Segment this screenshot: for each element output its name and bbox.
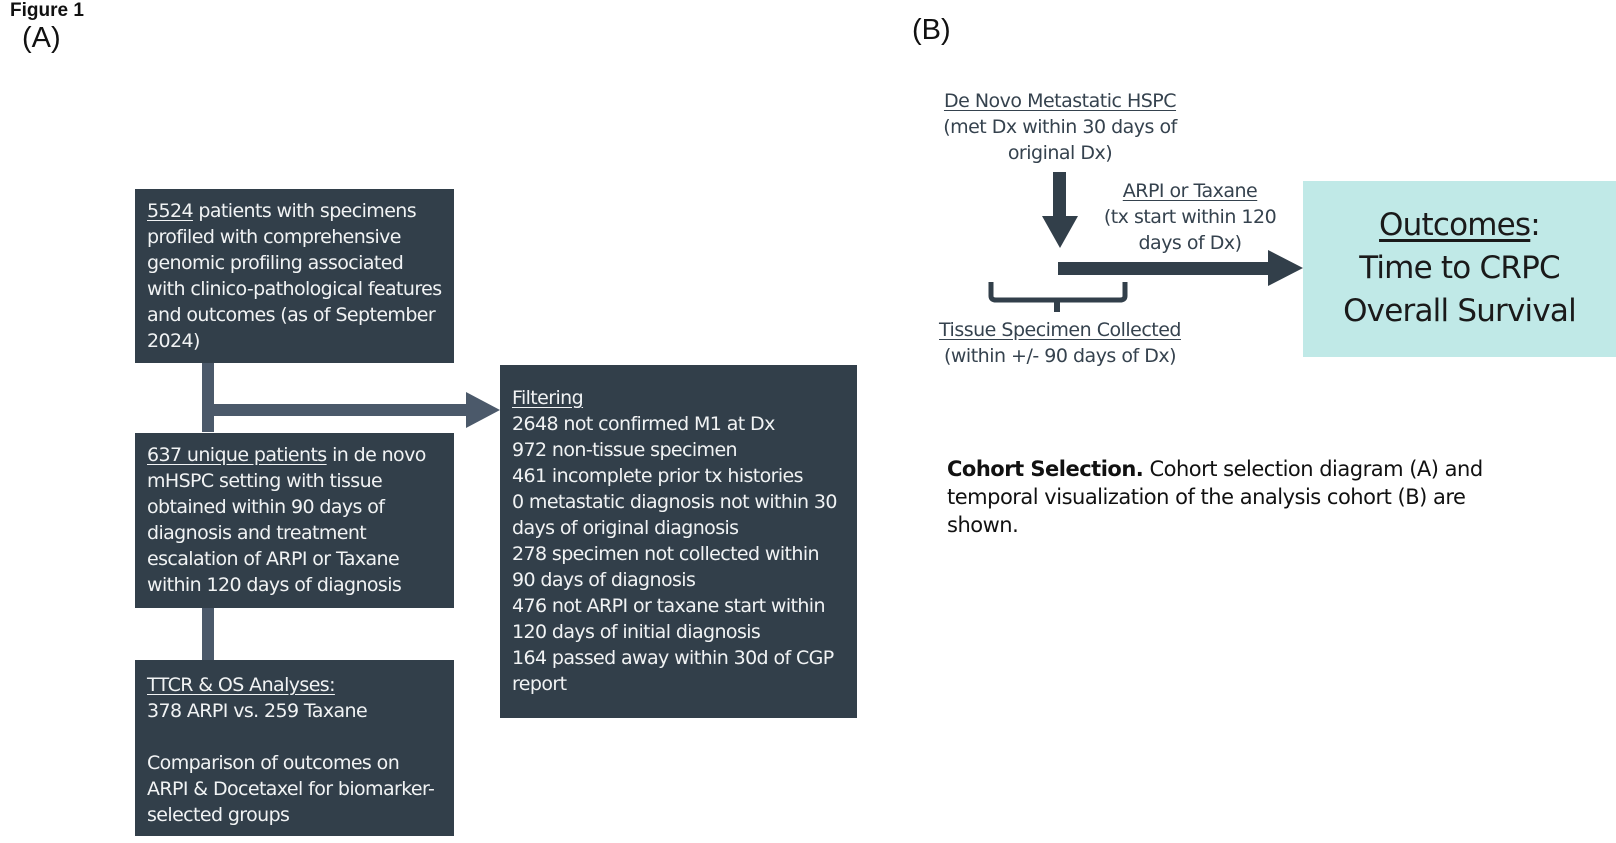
panel-a-label: (A) (22, 22, 61, 54)
filter-item: 2648 not confirmed M1 at Dx (512, 413, 775, 435)
cohort-count: 637 unique patients (147, 444, 327, 466)
start-detail: (met Dx within 30 days of original Dx) (943, 116, 1177, 164)
filter-item: 278 specimen not collected within 90 day… (512, 543, 820, 591)
analyses-heading: TTCR & OS Analyses: (147, 674, 335, 696)
box-cohort: 637 unique patients in de novo mHSPC set… (135, 433, 454, 608)
tissue-heading: Tissue Specimen Collected (939, 319, 1181, 341)
filter-item: 0 metastatic diagnosis not within 30 day… (512, 491, 837, 539)
filtering-heading: Filtering (512, 387, 584, 409)
total-count: 5524 (147, 200, 194, 222)
connector-vertical-1 (202, 362, 214, 432)
arrow-head-filter-icon (466, 392, 500, 428)
tissue-detail: (within +/- 90 days of Dx) (943, 345, 1177, 367)
tissue-label: Tissue Specimen Collected (within +/- 90… (925, 317, 1195, 369)
outcome-ttcrpc: Time to CRPC (1359, 250, 1560, 286)
filter-item: 476 not ARPI or taxane start within 120 … (512, 595, 826, 643)
bracket-icon (988, 282, 1128, 312)
panel-b-label: (B) (912, 14, 951, 46)
outcomes-box: Outcomes: Time to CRPC Overall Survival (1303, 181, 1616, 357)
caption-title: Cohort Selection. (947, 457, 1144, 481)
treatment-detail: (tx start within 120 days of Dx) (1103, 206, 1277, 254)
filter-item: 972 non-tissue specimen (512, 439, 738, 461)
outcomes-colon: : (1530, 207, 1540, 243)
cohort-description: in de novo mHSPC setting with tissue obt… (147, 444, 426, 596)
outcomes-heading: Outcomes (1379, 207, 1531, 243)
analyses-split: 378 ARPI vs. 259 Taxane (147, 700, 368, 722)
connector-horizontal-filter (214, 404, 468, 416)
total-description: patients with specimens profiled with co… (147, 200, 442, 352)
outcome-os: Overall Survival (1343, 293, 1577, 329)
box-filtering: Filtering 2648 not confirmed M1 at Dx 97… (500, 365, 857, 718)
arrow-down-icon (1042, 172, 1078, 248)
caption-text: Cohort selection diagram (A) and tempora… (947, 457, 1483, 537)
filter-item: 164 passed away within 30d of CGP report (512, 647, 834, 695)
treatment-label: ARPI or Taxane (tx start within 120 days… (1090, 178, 1290, 256)
analyses-comparison: Comparison of outcomes on ARPI & Docetax… (147, 752, 435, 826)
start-label: De Novo Metastatic HSPC (met Dx within 3… (930, 88, 1190, 166)
timeline-arrow-icon (1058, 250, 1303, 286)
connector-vertical-2 (202, 608, 214, 660)
figure-title: Figure 1 (10, 0, 84, 21)
start-heading: De Novo Metastatic HSPC (943, 90, 1177, 112)
figure-caption: Cohort Selection. Cohort selection diagr… (947, 455, 1507, 539)
filter-item: 461 incomplete prior tx histories (512, 465, 804, 487)
box-analyses: TTCR & OS Analyses: 378 ARPI vs. 259 Tax… (135, 660, 454, 836)
treatment-heading: ARPI or Taxane (1122, 180, 1258, 202)
box-total-patients: 5524 patients with specimens profiled wi… (135, 189, 454, 363)
